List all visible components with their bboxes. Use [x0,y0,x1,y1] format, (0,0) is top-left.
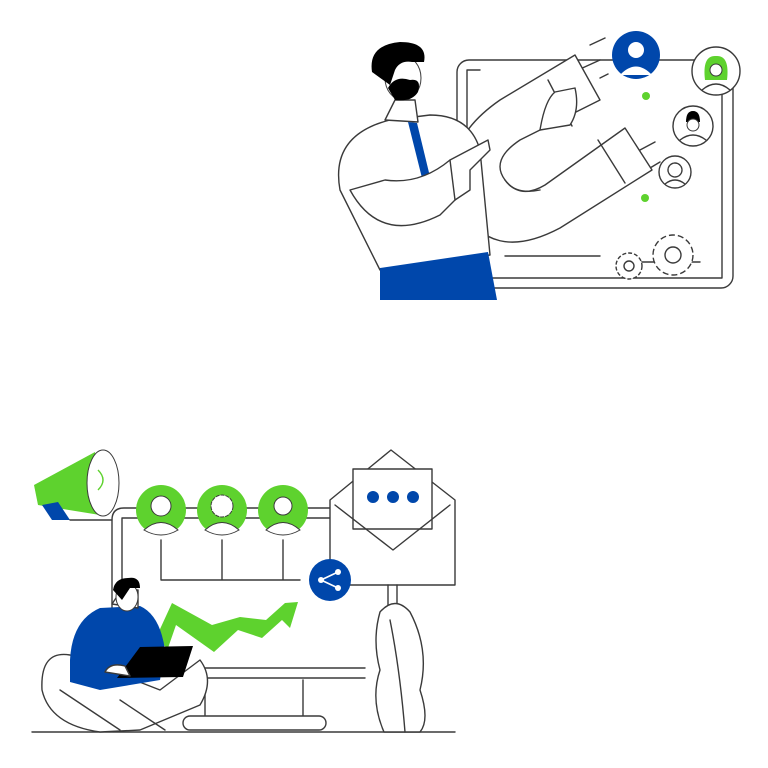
avatar-icon [197,485,247,536]
share-icon [309,559,351,601]
gear-icon [615,252,643,280]
dot [641,194,649,202]
envelope-icon [329,449,456,606]
avatar-icon [691,46,741,96]
megaphone-icon [34,449,120,521]
marketing-scene [31,449,456,733]
avatar-icon [258,485,308,536]
avatar-icon [672,105,714,147]
plant-icon [375,602,426,733]
org-tree [160,539,301,581]
magnet-scene [337,31,741,300]
avatar-icon [136,485,186,536]
avatar-icon [658,155,692,189]
avatar-icon [612,31,660,79]
gear-icon [652,234,694,276]
man-with-laptop [41,577,209,733]
growth-arrow-icon [155,602,298,652]
dot [642,92,650,100]
man-with-magnet [337,42,578,300]
